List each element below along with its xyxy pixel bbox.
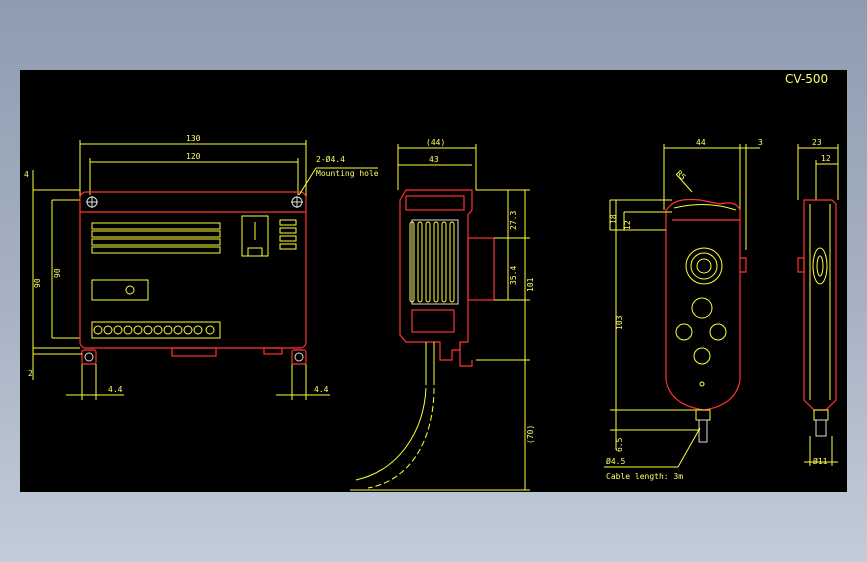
hole-note: Mounting hole (316, 169, 379, 178)
side-view: (44) 43 27.3 35.4 101 (350, 138, 535, 491)
pendant-dim-side: 3 (758, 138, 763, 147)
hole-callout: 2-Ø4.4 (316, 154, 345, 164)
side-dim-cable: (70) (526, 425, 535, 444)
dim-top-offset: 4 (24, 170, 29, 179)
pendant-side-dim-depth: 23 (812, 138, 822, 147)
pendant-dim-top-inner: 12 (623, 220, 632, 230)
dim-bottom-offset: 2 (28, 369, 33, 378)
dim-height-inner: 90 (53, 268, 62, 278)
dim-width-outer: 130 (186, 134, 201, 143)
pendant-side-view: 23 12 Ø11 (797, 138, 839, 466)
side-dim-upper: 27.3 (509, 211, 518, 230)
side-dim-width: 43 (429, 155, 439, 164)
drawing-title: CV-500 (785, 72, 828, 86)
front-view: 130 120 4 90 90 2 2-Ø4.4 Mounting hole (24, 134, 379, 400)
pendant-dim-height: 103 (615, 315, 624, 330)
pendant-dim-width: 44 (696, 138, 706, 147)
pendant-dim-radius: R5 (674, 169, 687, 182)
dim-foot-right: 4.4 (314, 385, 329, 394)
cad-drawing: CV-500 130 120 4 90 90 2 2-Ø4.4 Mo (24, 72, 839, 491)
dim-width-inner: 120 (186, 152, 201, 161)
side-dim-total: 101 (526, 277, 535, 292)
dim-foot-left: 4.4 (108, 385, 123, 394)
dim-height-outer: 90 (33, 278, 42, 288)
cad-drawing-canvas: CV-500 130 120 4 90 90 2 2-Ø4.4 Mo (20, 70, 847, 492)
pendant-dim-cable-dia: Ø4.5 (606, 456, 625, 466)
side-dim-middle: 35.4 (509, 266, 518, 285)
pendant-dim-top: 18 (609, 214, 618, 224)
pendant-front-view: 44 3 R5 18 12 103 6.5 (604, 138, 763, 481)
pendant-dim-bottom: 6.5 (615, 437, 624, 452)
pendant-side-dim-bottom: Ø11 (813, 456, 828, 466)
pendant-side-dim-inner: 12 (821, 154, 831, 163)
side-dim-width-ref: (44) (426, 138, 445, 147)
cable-note: Cable length: 3m (606, 472, 683, 481)
